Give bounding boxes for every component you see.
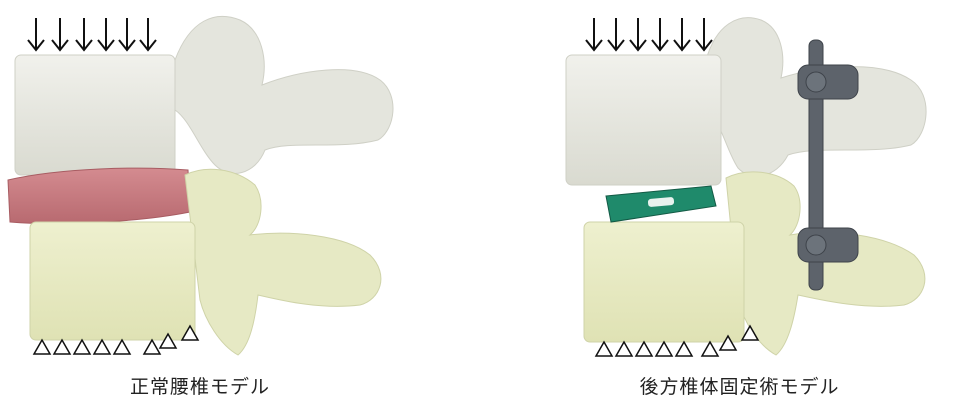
down-arrow-icon bbox=[76, 18, 92, 50]
intervertebral-disc bbox=[8, 168, 190, 223]
down-arrow-icon bbox=[140, 18, 156, 50]
down-arrow-icon bbox=[586, 18, 602, 50]
triangle-support-icon bbox=[74, 340, 90, 354]
triangle-support-icon bbox=[94, 340, 110, 354]
load-arrows bbox=[586, 18, 712, 50]
upper-vertebra bbox=[15, 55, 175, 175]
down-arrow-icon bbox=[608, 18, 624, 50]
down-arrow-icon bbox=[630, 18, 646, 50]
triangle-support-icon bbox=[34, 340, 50, 354]
posterior-fusion-caption: 後方椎体固定術モデル bbox=[476, 372, 953, 399]
triangle-support-icon bbox=[636, 342, 652, 356]
triangle-support-icon bbox=[144, 340, 160, 354]
lower-posterior-elements bbox=[185, 169, 381, 355]
posterior-fusion-model-panel: 後方椎体固定術モデル bbox=[476, 0, 953, 410]
lower-posterior-elements bbox=[726, 172, 925, 355]
upper-posterior-elements bbox=[175, 16, 393, 173]
triangle-support-icon bbox=[656, 342, 672, 356]
down-arrow-icon bbox=[652, 18, 668, 50]
triangle-support-icon bbox=[54, 340, 70, 354]
load-arrows bbox=[28, 18, 156, 50]
posterior-fusion-figure bbox=[476, 0, 953, 370]
lower-vertebra bbox=[584, 222, 744, 342]
down-arrow-icon bbox=[98, 18, 114, 50]
triangle-support-icon bbox=[114, 340, 130, 354]
down-arrow-icon bbox=[674, 18, 690, 50]
normal-lumbar-figure bbox=[0, 0, 476, 370]
normal-lumbar-caption: 正常腰椎モデル bbox=[10, 372, 390, 399]
triangle-support-icon bbox=[616, 342, 632, 356]
down-arrow-icon bbox=[696, 18, 712, 50]
down-arrow-icon bbox=[28, 18, 44, 50]
normal-lumbar-model-panel: 正常腰椎モデル bbox=[0, 0, 476, 410]
upper-vertebra bbox=[566, 55, 721, 185]
triangle-support-icon bbox=[596, 342, 612, 356]
interbody-cage bbox=[606, 186, 716, 222]
down-arrow-icon bbox=[119, 18, 135, 50]
triangle-support-icon bbox=[702, 342, 718, 356]
lower-vertebra bbox=[30, 222, 195, 340]
down-arrow-icon bbox=[52, 18, 68, 50]
triangle-support-icon bbox=[676, 342, 692, 356]
pedicle-screw-rod bbox=[798, 40, 858, 290]
